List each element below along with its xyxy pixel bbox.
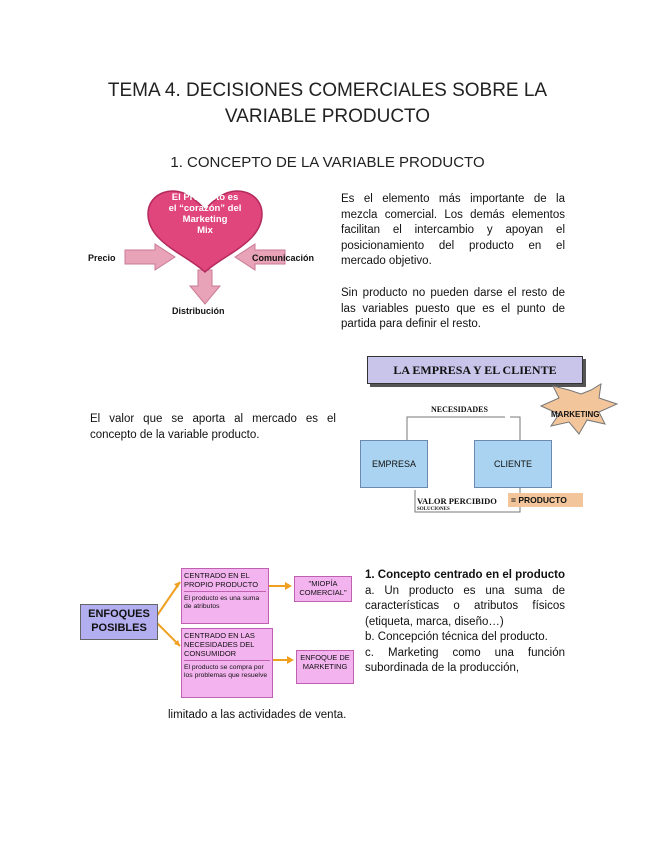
box2-text: El producto se compra por los problemas … xyxy=(184,664,268,679)
marketing-burst-shape xyxy=(539,383,619,435)
enfoques-line-1: ENFOQUES xyxy=(88,608,150,620)
concept-heading: 1. Concepto centrado en el producto xyxy=(365,569,565,581)
title-line-2: VARIABLE PRODUCTO xyxy=(224,106,431,127)
empresa-box: EMPRESA xyxy=(360,440,428,488)
intro-paragraph-2: Sin producto no pueden darse el resto de… xyxy=(341,287,565,330)
heart-line-2: el “corazón” del xyxy=(168,203,242,214)
section-heading: 1. CONCEPTO DE LA VARIABLE PRODUCTO xyxy=(170,154,485,171)
enfoques-caption: limitado a las actividades de venta. xyxy=(168,709,347,721)
concept-item-c: c. Marketing como una función subordinad… xyxy=(365,646,565,675)
box1-text: El producto es una suma de atributos xyxy=(184,595,260,610)
empresa-cliente-diagram: LA EMPRESA Y EL CLIENTE NECESIDADES MARK… xyxy=(355,350,620,520)
heart-center-text: El Producto es el “corazón” del Marketin… xyxy=(148,192,262,236)
box1-title: CENTRADO EN EL PROPIO PRODUCTO xyxy=(184,571,266,592)
producto-badge: = PRODUCTO xyxy=(508,493,583,507)
valor-paragraph: El valor que se aporta al mercado es el … xyxy=(90,413,336,441)
page-title: TEMA 4. DECISIONES COMERCIALES SOBRE LA … xyxy=(60,78,595,130)
precio-label: Precio xyxy=(88,253,116,263)
heart-line-1: El Producto es xyxy=(171,192,239,203)
miopia-comercial-box: "MIOPÍA COMERCIAL" xyxy=(294,576,352,602)
box2-title: CENTRADO EN LAS NECESIDADES DEL CONSUMID… xyxy=(184,631,270,661)
heart-line-4: Mix xyxy=(197,225,213,236)
soluciones-label: SOLUCIONES xyxy=(417,507,450,512)
enfoques-diagram: ENFOQUES POSIBLES CENTRADO EN EL PROPIO … xyxy=(78,566,356,698)
comunicacion-label: Comunicación xyxy=(252,253,315,263)
marketing-burst-label: MARKETING xyxy=(551,410,600,419)
enfoques-main-label: ENFOQUES POSIBLES xyxy=(80,604,158,640)
concept-list: 1. Concepto centrado en el producto a. U… xyxy=(365,568,565,677)
necesidades-label: NECESIDADES xyxy=(431,405,488,414)
heart-diagram-graphic xyxy=(124,190,286,305)
enfoques-arrows xyxy=(153,581,294,664)
title-line-1: TEMA 4. DECISIONES COMERCIALES SOBRE LA xyxy=(107,80,548,101)
enfoques-line-2: POSIBLES xyxy=(91,622,147,634)
distribucion-label: Distribución xyxy=(172,306,225,316)
producto-focus-box: CENTRADO EN EL PROPIO PRODUCTO El produc… xyxy=(181,568,269,624)
concept-item-a: a. Un producto es una suma de caracterís… xyxy=(365,584,565,628)
cliente-box: CLIENTE xyxy=(474,440,552,488)
concept-item-b: b. Concepción técnica del producto. xyxy=(365,631,548,643)
enfoque-marketing-box: ENFOQUE DE MARKETING xyxy=(296,650,354,684)
consumidor-focus-box: CENTRADO EN LAS NECESIDADES DEL CONSUMID… xyxy=(181,628,273,698)
intro-paragraph-1: Es el elemento más importante de la mezc… xyxy=(341,193,565,267)
heart-diagram: El Producto es el “corazón” del Marketin… xyxy=(80,182,330,322)
valor-percibido-label: VALOR PERCIBIDO xyxy=(417,496,497,506)
heart-line-3: Marketing xyxy=(182,214,228,225)
diagram-header: LA EMPRESA Y EL CLIENTE xyxy=(367,356,583,384)
